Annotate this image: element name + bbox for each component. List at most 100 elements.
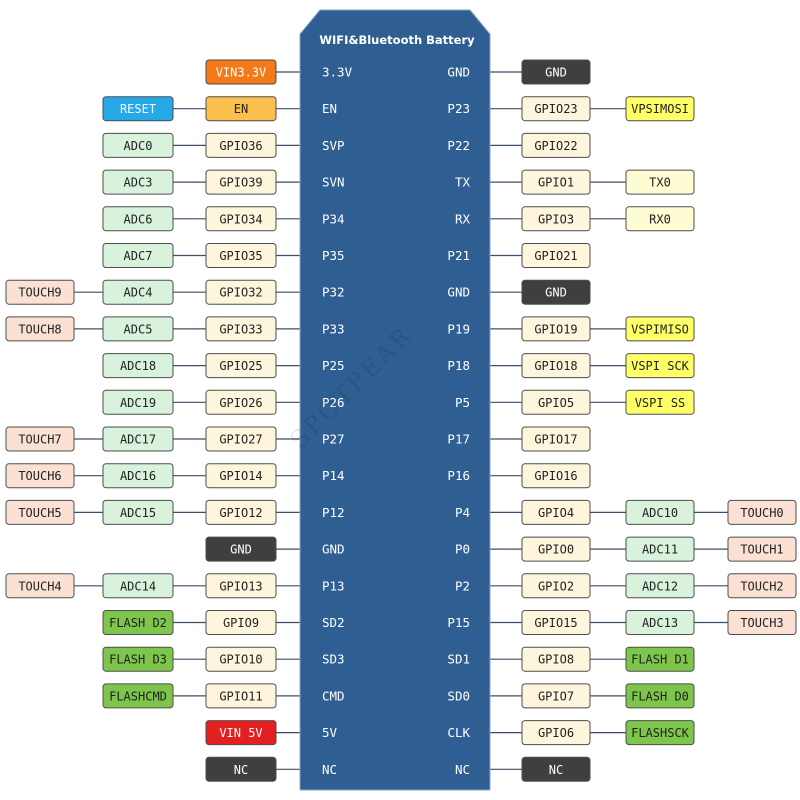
pin-tag-label: GPIO15 [534,616,577,630]
board-pin-rx: RX [455,211,471,226]
pin-tag-box [5,426,75,452]
pin-tag-label: TOUCH2 [740,579,783,593]
pin-tag-box [102,206,174,232]
pin-tag-touch2: TOUCH2 [727,573,797,599]
pin-tag-box [205,316,277,342]
pin-tag-reset: RESET [102,96,174,122]
pin-tag-label: FLASH D2 [109,616,167,630]
pin-tag-gpio9: GPIO9 [205,610,277,635]
pin-tag-touch8: TOUCH8 [5,316,75,342]
pin-tag-box [521,463,591,489]
pin-tag-label: GPIO9 [223,616,259,630]
pin-tag-box [102,610,174,635]
pin-tag-flashcmd: FLASHCMD [102,683,174,709]
pin-tag-label: GPIO2 [538,579,574,593]
board-pin-sd2: SD2 [322,615,345,630]
pin-tag-vin-5v: VIN 5V [205,720,277,746]
pin-tag-adc18: ADC18 [102,353,174,379]
pin-tag-label: GPIO18 [534,359,577,373]
board-pin-sd0: SD0 [447,688,470,703]
pin-tag-box [521,206,591,232]
pin-tag-adc4: ADC4 [102,279,174,305]
board-pin-p23: P23 [447,101,470,116]
pin-tag-gpio36: GPIO36 [205,132,277,158]
pin-tag-touch4: TOUCH4 [5,573,75,599]
board-pin-p17: P17 [447,432,470,447]
pin-tag-gpio0: GPIO0 [521,536,591,562]
board-pin-nc: NC [322,762,337,777]
pin-tag-flash-d0: FLASH D0 [625,683,695,709]
pin-tag-box [102,132,174,158]
pin-tag-box [727,536,797,562]
pin-tag-gpio22: GPIO22 [521,132,591,158]
pin-tag-gpio4: GPIO4 [521,499,591,525]
board-pin-cmd: CMD [322,688,345,703]
pin-tag-label: NC [234,763,248,777]
board-pin-p5: P5 [455,395,470,410]
pin-tag-box [625,536,695,562]
board-pin-clk: CLK [447,725,470,740]
pin-tag-adc12: ADC12 [625,573,695,599]
pin-tag-gpio27: GPIO27 [205,426,277,452]
board-pin-3-3v: 3.3V [322,65,353,80]
pin-tag-gpio16: GPIO16 [521,463,591,489]
pin-tag-rx0: RX0 [625,206,695,232]
pin-tag-gpio18: GPIO18 [521,353,591,379]
pin-tag-box [205,132,277,158]
pin-tag-adc6: ADC6 [102,206,174,232]
pin-tag-box [205,463,277,489]
pin-tag-flash-d2: FLASH D2 [102,610,174,635]
pin-tag-label: TOUCH9 [18,286,61,300]
pin-tag-gpio2: GPIO2 [521,573,591,599]
pin-tag-label: TOUCH8 [18,322,61,336]
pin-tag-box [205,426,277,452]
pin-tag-label: GPIO8 [538,653,574,667]
pin-tag-gpio32: GPIO32 [205,279,277,305]
pin-tag-box [521,316,591,342]
pin-tag-label: GPIO23 [534,102,577,116]
board-pin-p22: P22 [447,138,470,153]
pin-tag-label: ADC6 [124,212,153,226]
pin-tag-label: FLASHCMD [109,689,167,703]
pin-tag-box [5,573,75,599]
pin-tag-box [205,243,277,268]
pin-tag-gpio19: GPIO19 [521,316,591,342]
board-pin-gnd: GND [322,542,345,557]
pin-tag-label: RX0 [649,212,671,226]
board-pin-p12: P12 [322,505,345,520]
pin-tag-gpio15: GPIO15 [521,610,591,635]
pin-tag-box [521,426,591,452]
pin-tag-label: ADC4 [124,286,153,300]
pin-tag-gpio26: GPIO26 [205,389,277,415]
pin-tag-gpio25: GPIO25 [205,353,277,379]
pin-tag-box [205,756,277,782]
pin-tag-label: GND [230,543,252,557]
pin-tag-box [205,720,277,746]
pin-tag-box [102,573,174,599]
board-pin-p2: P2 [455,578,470,593]
pin-tag-box [205,573,277,599]
pin-tag-gpio17: GPIO17 [521,426,591,452]
board-pin-gnd: GND [447,65,470,80]
pin-tag-label: GPIO32 [219,286,262,300]
board-pin-nc: NC [455,762,470,777]
board-pin-5v: 5V [322,725,338,740]
pin-tag-label: VSPIMISO [631,322,689,336]
pin-tag-box [102,499,174,525]
pin-tag-label: TOUCH1 [740,543,783,557]
pin-tag-label: GPIO6 [538,726,574,740]
pin-tag-box [625,720,695,746]
pin-tag-tx0: TX0 [625,169,695,195]
board-pin-p26: P26 [322,395,345,410]
pin-tag-adc15: ADC15 [102,499,174,525]
pin-tag-label: ADC12 [642,579,678,593]
pin-tag-gpio23: GPIO23 [521,96,591,122]
pin-tag-box [5,463,75,489]
pin-tag-adc0: ADC0 [102,132,174,158]
pin-tag-label: VPSIMOSI [631,102,689,116]
pin-tag-label: GPIO11 [219,689,262,703]
pin-tag-box [205,536,277,562]
pin-tag-label: FLASH D0 [631,689,689,703]
board-pin-p25: P25 [322,358,345,373]
